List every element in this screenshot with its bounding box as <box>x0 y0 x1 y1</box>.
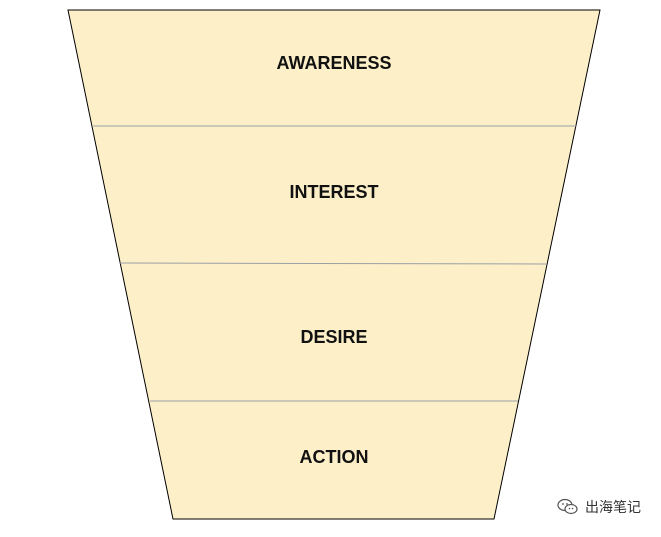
stage-label-interest: INTEREST <box>289 182 378 202</box>
stage-label-action: ACTION <box>300 447 369 467</box>
watermark-text: 出海笔记 <box>585 500 641 516</box>
watermark: 出海笔记 <box>557 497 641 517</box>
stage-label-desire: DESIRE <box>300 327 367 347</box>
wechat-icon <box>557 498 578 515</box>
funnel-divider-2 <box>119 262 548 265</box>
funnel-shape <box>67 9 601 520</box>
stage-label-awareness: AWARENESS <box>276 53 391 73</box>
